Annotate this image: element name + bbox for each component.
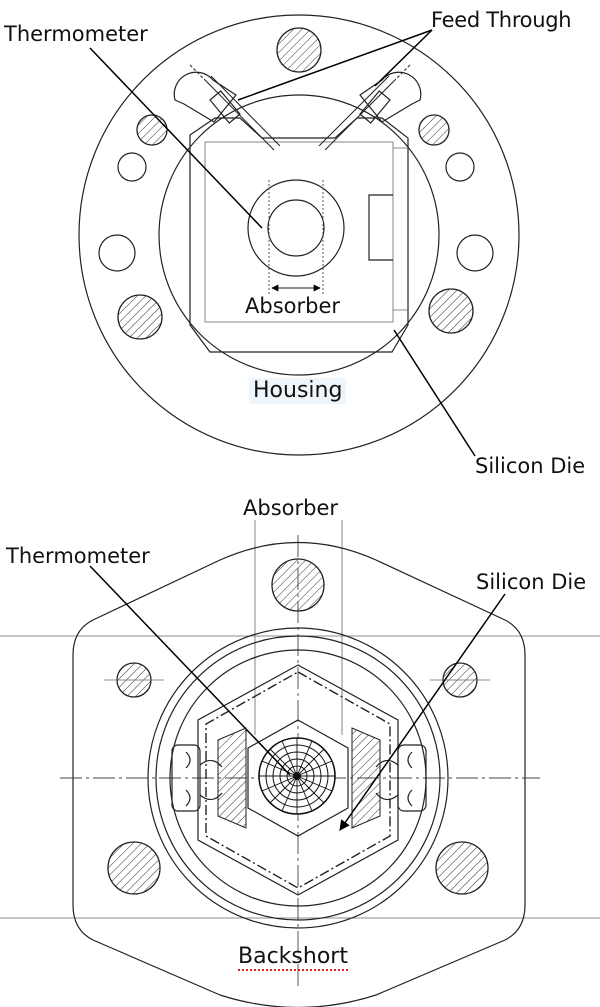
bottom-silicon-die-label: Silicon Die (476, 570, 587, 594)
feedthrough-right (318, 64, 411, 151)
backshort-plate (72, 542, 526, 1007)
backshort-text: Backshort (238, 944, 348, 971)
die-pocket (189, 117, 409, 353)
clip-wire-right (375, 751, 413, 807)
top-bolt-top (276, 27, 322, 73)
absorber-inner (267, 199, 325, 257)
bot-bolt-top (271, 558, 325, 612)
top-bolt-lower-right (428, 288, 474, 334)
top-hole-l2 (98, 234, 136, 272)
leader-top-feed-right (374, 29, 433, 87)
bot-bolt-lower-left (107, 841, 161, 895)
top-bolt-upper-right (418, 114, 450, 146)
top-thermometer-label: Thermometer (4, 22, 148, 46)
silicon-die-hexagon (197, 664, 399, 896)
feedthrough-boss-right (359, 71, 422, 123)
bot-bolt-lower-right (435, 841, 489, 895)
thermometer-patch-left (217, 727, 247, 829)
top-silicon-die-label: Silicon Die (475, 454, 586, 478)
silicon-die-rect (204, 141, 394, 323)
feedthrough-boss-left (173, 71, 237, 123)
leader-top-feed-left (237, 29, 433, 101)
top-hole-r1 (445, 152, 475, 182)
backshort-ring-mid (155, 635, 441, 921)
housing-outer-circle (78, 14, 520, 456)
leader-bot-thermometer (89, 565, 291, 776)
leader-bot-silicon-die (339, 593, 506, 831)
top-hole-l1 (117, 152, 147, 182)
bottom-absorber-label: Absorber (243, 496, 339, 520)
backshort-ring-outer (147, 627, 449, 929)
die-notch-outer (393, 147, 408, 311)
housing-inner-circle (158, 94, 440, 376)
bottom-backshort-label: Backshort (238, 944, 348, 971)
top-feed-through-label: Feed Through (431, 8, 572, 32)
absorber-hexagon (247, 719, 349, 837)
feedthrough-left (189, 64, 281, 151)
clip-wire-left (185, 751, 223, 807)
silicon-die-hex-dashed (205, 671, 391, 889)
bottom-backshort-drawing (0, 520, 600, 1007)
top-absorber-label: Absorber (245, 294, 341, 318)
top-housing-label: Housing (249, 378, 347, 404)
top-housing-drawing (78, 14, 520, 457)
leader-top-thermometer (89, 47, 263, 229)
leader-top-silicon-die (393, 329, 476, 457)
side-clip-right (397, 744, 427, 812)
top-bolt-upper-left (136, 114, 168, 146)
absorber-outer (247, 179, 345, 277)
silicon-die-notch (368, 194, 393, 261)
top-bolt-lower-left (117, 294, 163, 340)
bottom-thermometer-label: Thermometer (6, 544, 150, 568)
top-hole-r2 (456, 234, 494, 272)
absorber-radial-grid (258, 737, 336, 815)
side-clip-left (171, 744, 201, 812)
